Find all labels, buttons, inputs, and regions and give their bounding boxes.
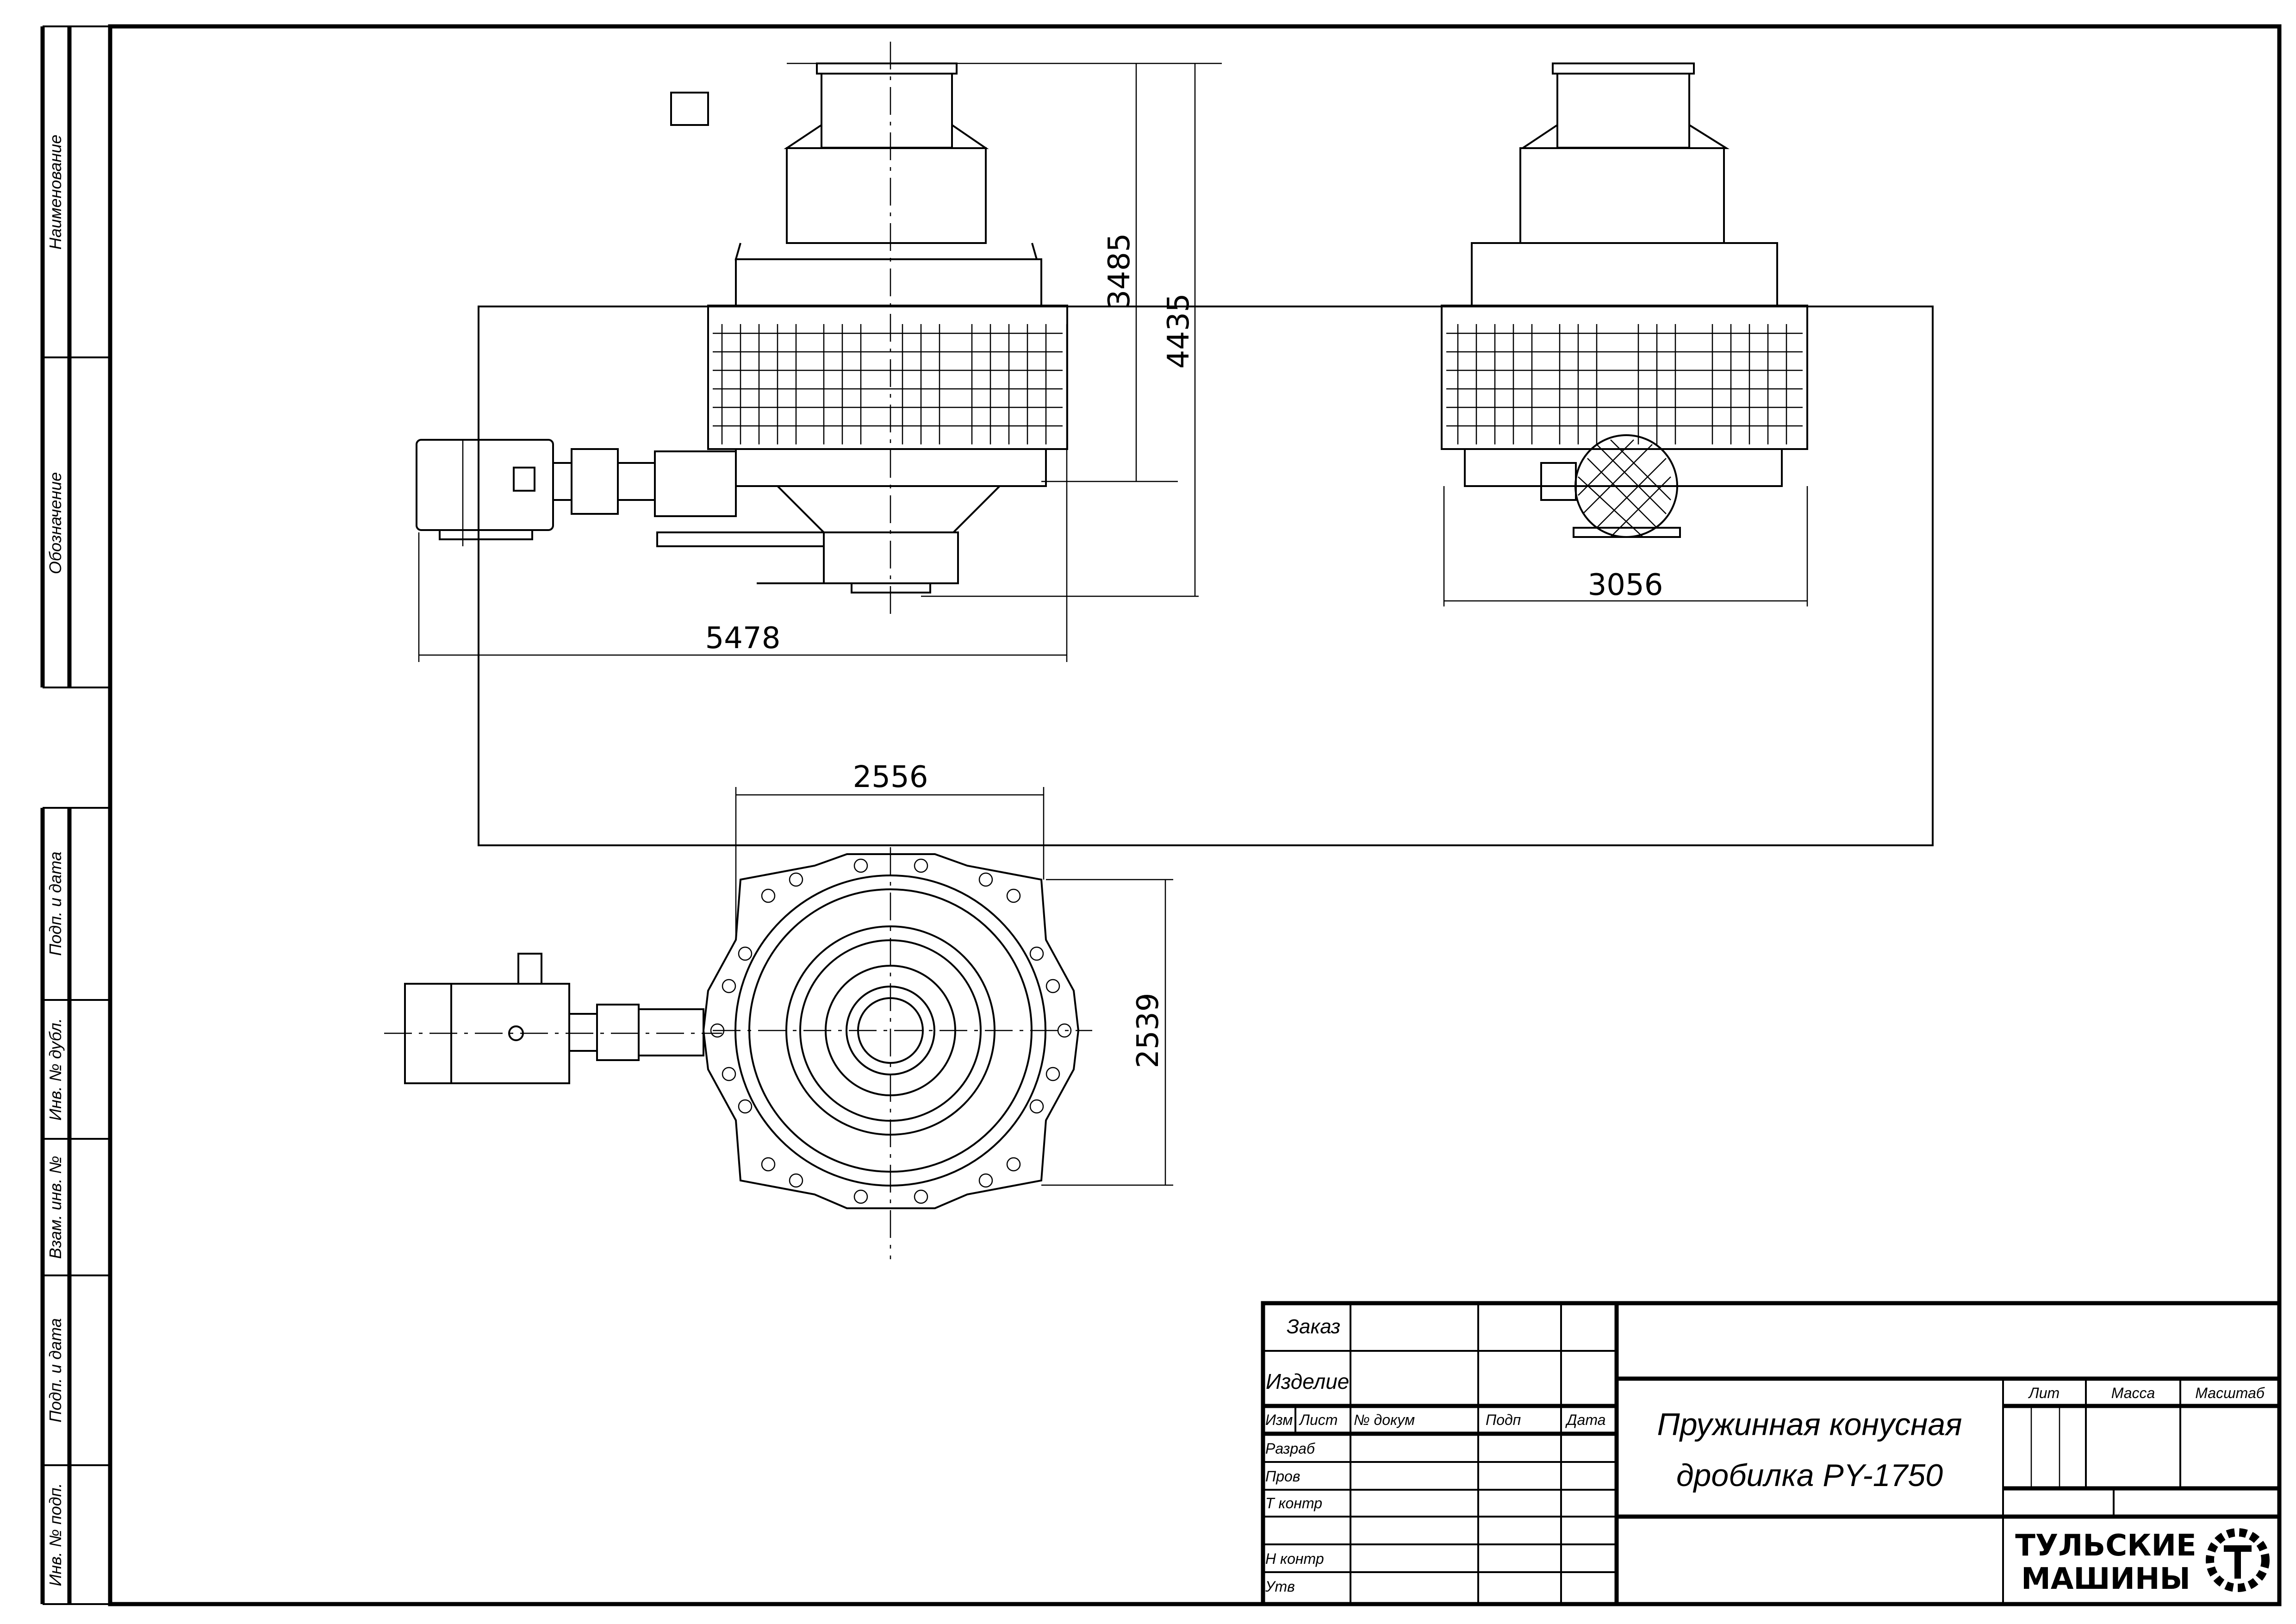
- title-block: Заказ Изделие Изм Лист № докум Подп Дата…: [1261, 1301, 2282, 1606]
- header-date: Дата: [1565, 1412, 1605, 1428]
- header-doc-number: № докум: [1354, 1412, 1415, 1428]
- dim-3485: 3485: [1102, 233, 1137, 309]
- lit-label: Лит: [2028, 1385, 2060, 1401]
- strip-label-designation: Обозначение: [46, 472, 65, 575]
- strip-label-sign-date-2: Подп. и дата: [46, 1318, 65, 1422]
- mass-label: Масса: [2111, 1385, 2155, 1401]
- role-tech-control: Т контр: [1265, 1495, 1322, 1512]
- strip-label-replace-inv: Взам. инв. №: [46, 1156, 65, 1259]
- strip-label-name: Наименование: [46, 135, 65, 250]
- side-view: 3056: [1441, 62, 1808, 606]
- dim-5478: 5478: [705, 621, 781, 656]
- dim-2539: 2539: [1131, 993, 1165, 1068]
- role-approved: Утв: [1265, 1578, 1295, 1595]
- company-logo-line2: МАШИНЫ: [2021, 1562, 2190, 1596]
- section-outline: [478, 306, 1934, 846]
- strip-label-sign-date: Подп. и дата: [46, 851, 65, 956]
- drawing-title-line1: Пружинная конусная: [1657, 1407, 1962, 1442]
- top-view: [384, 847, 1092, 1259]
- dim-3056: 3056: [1588, 568, 1663, 602]
- top-dimensions: 2556 2539: [735, 760, 1173, 1186]
- company-logo-line1: ТУЛЬСКИЕ: [2015, 1529, 2196, 1563]
- dim-4435: 4435: [1162, 294, 1196, 369]
- gear-logo-icon: [2206, 1528, 2270, 1592]
- front-view: [416, 42, 1068, 620]
- order-label: Заказ: [1287, 1315, 1340, 1338]
- product-label: Изделие: [1266, 1369, 1349, 1393]
- scale-label: Масштаб: [2195, 1385, 2265, 1401]
- front-dimensions: 3485 4435 5478: [418, 62, 1222, 662]
- role-norm-control: Н контр: [1265, 1550, 1324, 1567]
- dim-2556: 2556: [853, 760, 928, 794]
- strip-label-orig-inv: Инв. № подп.: [46, 1483, 65, 1587]
- front-motor: [416, 439, 554, 531]
- strip-label-dup-inv: Инв. № дубл.: [46, 1018, 65, 1120]
- header-signature: Подп: [1486, 1412, 1521, 1428]
- drawing-title-line2: дробилка PY-1750: [1676, 1458, 1943, 1493]
- header-list: Лист: [1299, 1412, 1338, 1428]
- role-developer: Разраб: [1265, 1440, 1315, 1457]
- role-checked: Пров: [1265, 1468, 1300, 1485]
- sheet-frame: [108, 24, 2282, 1606]
- header-izm: Изм: [1265, 1412, 1293, 1428]
- side-strip: Наименование Обозначение Подп. и дата Ин…: [40, 25, 110, 1605]
